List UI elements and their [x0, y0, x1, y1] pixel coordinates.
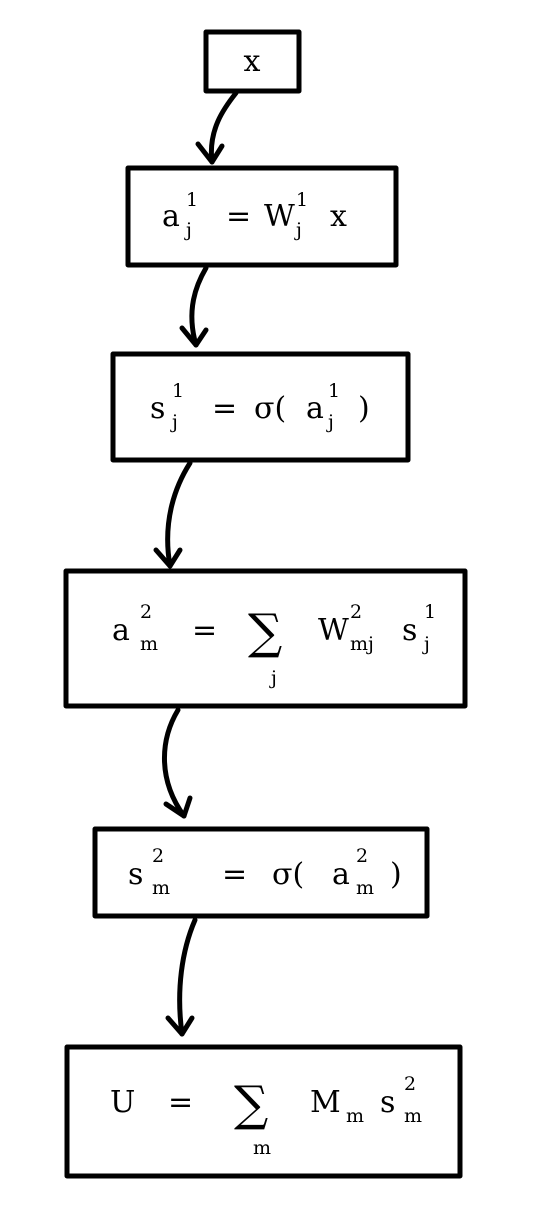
node-hidden-pre-box: [125, 165, 399, 268]
arrow-output-act-to-utility: [165, 917, 198, 1037]
node-hidden-pre: a 1 j = W 1 j x: [125, 165, 399, 268]
hidden-act-equals: =: [212, 391, 237, 426]
output-act-func: σ(: [272, 857, 304, 892]
node-output-pre: a 2 m = ∑ j W 2 mj s 1 j: [63, 568, 468, 709]
arrow-hidden-pre-to-hidden-act: [179, 265, 209, 348]
node-hidden-act-box: [110, 351, 411, 463]
output-pre-lhs: a: [112, 613, 130, 648]
hidden-act-arg-sup: 1: [328, 380, 340, 402]
node-input-box: [203, 29, 302, 94]
utility-term2: s: [380, 1085, 395, 1120]
hidden-pre-rhs-sup: 1: [296, 189, 308, 211]
utility-sum: ∑: [234, 1076, 268, 1132]
hidden-act-arg-sub: j: [326, 411, 334, 433]
output-act-lhs: s: [128, 857, 143, 892]
input-label: x: [244, 44, 261, 79]
node-output-act: s 2 m = σ( a 2 m ): [92, 826, 430, 919]
output-act-equals: =: [222, 857, 247, 892]
output-pre-sum: ∑: [248, 604, 282, 660]
output-pre-term1-sup: 2: [350, 601, 362, 623]
hidden-act-close: ): [358, 391, 370, 426]
output-act-lhs-sub: m: [152, 877, 170, 899]
output-pre-equals: =: [192, 613, 217, 648]
output-act-lhs-sup: 2: [152, 845, 164, 867]
hidden-pre-rhs-sub: j: [294, 219, 302, 241]
output-act-arg-sub: m: [356, 877, 374, 899]
arrow-input-to-hidden-pre: [195, 90, 239, 165]
hidden-act-lhs-sub: j: [170, 411, 178, 433]
output-act-arg: a: [332, 857, 350, 892]
node-hidden-act: s 1 j = σ( a 1 j ): [110, 351, 411, 463]
node-utility: U = ∑ m M m s 2 m: [64, 1044, 463, 1179]
output-act-arg-sup: 2: [356, 845, 368, 867]
utility-sum-index: m: [253, 1137, 271, 1159]
hidden-act-func: σ(: [254, 391, 286, 426]
output-pre-term2: s: [402, 613, 417, 648]
utility-equals: =: [168, 1085, 193, 1120]
utility-lhs: U: [110, 1085, 135, 1120]
output-pre-term2-sub: j: [422, 633, 430, 655]
node-output-act-box: [92, 826, 430, 919]
node-output-pre-box: [63, 568, 468, 709]
arrow-output-pre-to-output-act: [161, 707, 193, 819]
output-pre-term1-sub: mj: [350, 633, 374, 655]
utility-term2-sub: m: [404, 1105, 422, 1127]
node-input: x: [203, 29, 302, 94]
hidden-pre-rhs-tail: x: [330, 199, 347, 234]
node-utility-box: [64, 1044, 463, 1179]
utility-term1-sub: m: [346, 1105, 364, 1127]
hidden-pre-rhs: W: [264, 199, 295, 234]
output-pre-sum-index: j: [269, 667, 277, 689]
arrow-hidden-act-to-output-pre: [153, 460, 193, 569]
output-act-close: ): [390, 857, 402, 892]
utility-term1: M: [310, 1085, 341, 1120]
output-pre-lhs-sub: m: [140, 633, 158, 655]
hidden-pre-lhs: a: [162, 199, 180, 234]
hidden-act-lhs: s: [150, 391, 165, 426]
utility-term2-sup: 2: [404, 1073, 416, 1095]
hidden-pre-equals: =: [226, 199, 251, 234]
output-pre-term1: W: [318, 613, 349, 648]
output-pre-lhs-sup: 2: [140, 601, 152, 623]
hidden-act-lhs-sup: 1: [172, 380, 184, 402]
output-pre-term2-sup: 1: [424, 601, 436, 623]
hidden-act-arg: a: [306, 391, 324, 426]
hidden-pre-lhs-sup: 1: [186, 189, 198, 211]
hidden-pre-lhs-sub: j: [184, 219, 192, 241]
